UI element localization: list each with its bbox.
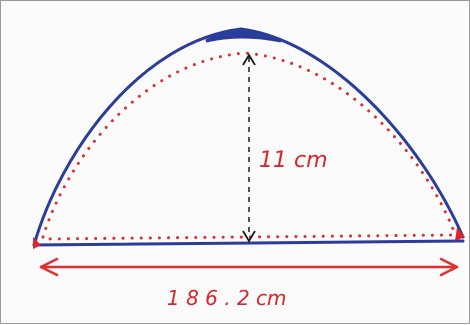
right-corner-mark — [455, 227, 465, 241]
left-corner-mark — [33, 237, 41, 249]
base-label: 1 8 6 . 2 cm — [167, 286, 287, 310]
base-arrowhead-right — [439, 257, 459, 277]
height-arrow-top — [242, 53, 256, 66]
arch-outline — [32, 27, 465, 247]
base-line — [32, 239, 465, 247]
inner-dotted-outline — [41, 51, 455, 241]
apex-ink — [205, 30, 282, 43]
height-arrow-bottom — [242, 230, 256, 243]
height-label: 11 cm — [259, 148, 328, 173]
base-arrowhead-left — [39, 257, 59, 277]
